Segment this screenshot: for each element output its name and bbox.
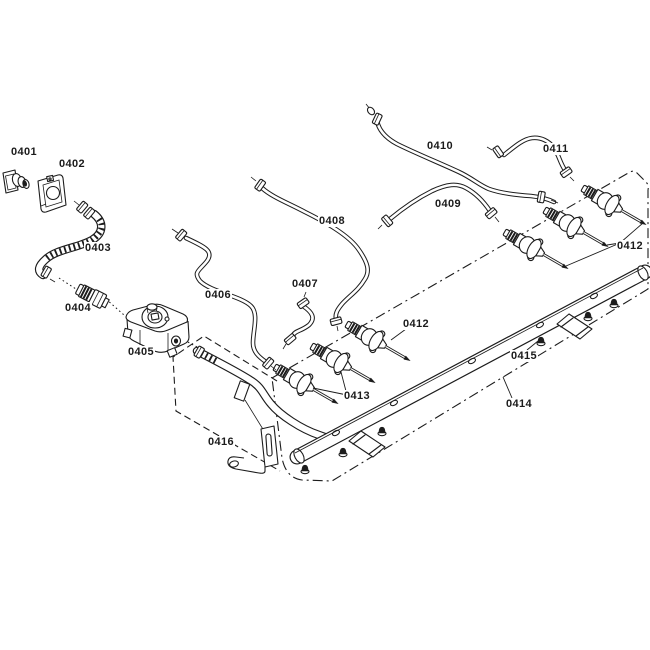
part-0404-coupler <box>75 283 110 309</box>
part-label-0404: 0404 <box>64 302 93 315</box>
part-label-0411: 0411 <box>542 143 570 156</box>
part-label-0412-right: 0412 <box>616 240 645 253</box>
part-label-0409: 0409 <box>434 198 463 211</box>
part-label-0414: 0414 <box>505 398 534 411</box>
part-label-0405: 0405 <box>127 346 156 359</box>
dashed-boundary-supply-pipe <box>172 335 281 472</box>
leader-lines <box>312 222 644 399</box>
part-label-0408: 0408 <box>318 215 347 228</box>
part-label-0406: 0406 <box>204 289 233 302</box>
part-0405-regulator <box>122 303 190 358</box>
part-0405-supply-pipe <box>192 345 338 445</box>
part-label-0410: 0410 <box>426 140 455 153</box>
part-0402-mounting-plate <box>37 174 67 213</box>
manifold-bracket-right <box>556 313 593 340</box>
part-0412-valves <box>339 176 650 373</box>
part-0411-tube <box>486 135 575 182</box>
part-0409-tube <box>377 182 500 230</box>
part-0407-tube <box>282 291 315 350</box>
part-label-0413: 0413 <box>343 390 372 403</box>
part-0401-inlet-fitting <box>2 169 30 194</box>
part-label-0403: 0403 <box>84 242 113 255</box>
part-label-0401: 0401 <box>10 146 39 159</box>
part-0414-manifold-rail <box>289 264 650 465</box>
part-0413-valves <box>267 334 383 416</box>
part-0410-tube <box>365 103 559 205</box>
dashed-boundary-manifold <box>271 170 649 482</box>
part-label-0416: 0416 <box>207 436 236 449</box>
part-label-0402: 0402 <box>58 158 87 171</box>
part-0408-tube <box>250 176 370 332</box>
part-label-0412-mid: 0412 <box>402 318 431 331</box>
part-label-0415: 0415 <box>510 350 539 363</box>
part-0416-bracket <box>227 380 279 474</box>
part-label-0407: 0407 <box>291 278 320 291</box>
part-0403-flex-hose <box>34 200 106 283</box>
manifold-bracket-left <box>348 430 386 458</box>
